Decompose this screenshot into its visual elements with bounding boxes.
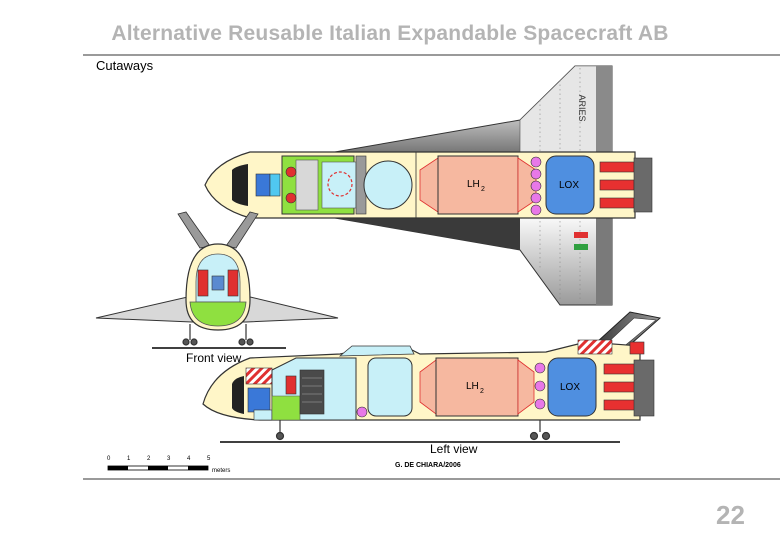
top-view: ARIES LH 2 LOX <box>204 65 653 306</box>
scale-tick-label: 2 <box>147 456 151 462</box>
scale-tick-label: 4 <box>187 456 191 462</box>
scale-tick-label: 3 <box>167 456 171 462</box>
front-view-crew-seat <box>197 269 209 297</box>
scale-unit-label: meters <box>212 468 231 474</box>
top-view-lh2-label: LH <box>467 179 480 190</box>
top-view-crew-seat <box>285 166 297 178</box>
wing-lettering: ARIES <box>577 94 587 121</box>
left-view-oms-hatch <box>577 339 613 355</box>
left-view-label: Left view <box>430 442 478 456</box>
left-view-engines <box>603 341 655 417</box>
italian-flag-green <box>574 244 588 250</box>
scale-bar <box>107 465 209 471</box>
author-credit: G. DE CHIARA/2006 <box>395 462 461 469</box>
top-view-engines <box>599 157 653 213</box>
top-view-avionics-bay-blue <box>255 173 271 197</box>
header-divider <box>83 54 780 56</box>
page-title: Alternative Reusable Italian Expandable … <box>111 22 669 45</box>
left-view: LH 2 LOX <box>202 311 662 443</box>
svg-text:2: 2 <box>480 388 484 395</box>
scale-tick-label: 1 <box>127 456 131 462</box>
footer-divider <box>83 478 780 480</box>
front-view-label: Front view <box>186 351 242 365</box>
svg-text:2: 2 <box>481 186 485 193</box>
top-view-crew-seat <box>285 192 297 204</box>
front-view <box>95 211 339 349</box>
left-view-crew-seat <box>285 375 297 395</box>
scale-tick-label: 0 <box>107 456 111 462</box>
front-view-crew-seat <box>227 269 239 297</box>
left-view-rcs-hatch <box>245 367 273 385</box>
left-view-lox-tank <box>547 357 597 417</box>
top-view-avionics-bay-cyan <box>269 173 281 197</box>
left-view-lh2-label: LH <box>466 381 479 392</box>
left-view-pressurant-spheres <box>534 362 546 410</box>
top-view-helium-tank <box>363 160 413 210</box>
left-view-lox-label: LOX <box>560 382 580 393</box>
section-subtitle: Cutaways <box>96 58 154 73</box>
top-view-pressurant-spheres <box>530 156 542 216</box>
left-view-avionics-blue <box>247 387 271 413</box>
scale-tick-label: 5 <box>207 456 211 462</box>
italian-flag-red <box>574 232 588 238</box>
left-view-helium-tank <box>367 357 413 417</box>
left-view-lh2-tank <box>435 357 519 417</box>
top-view-lox-label: LOX <box>559 180 579 191</box>
page-number: 22 <box>716 500 745 530</box>
top-view-lox-tank <box>545 155 595 215</box>
